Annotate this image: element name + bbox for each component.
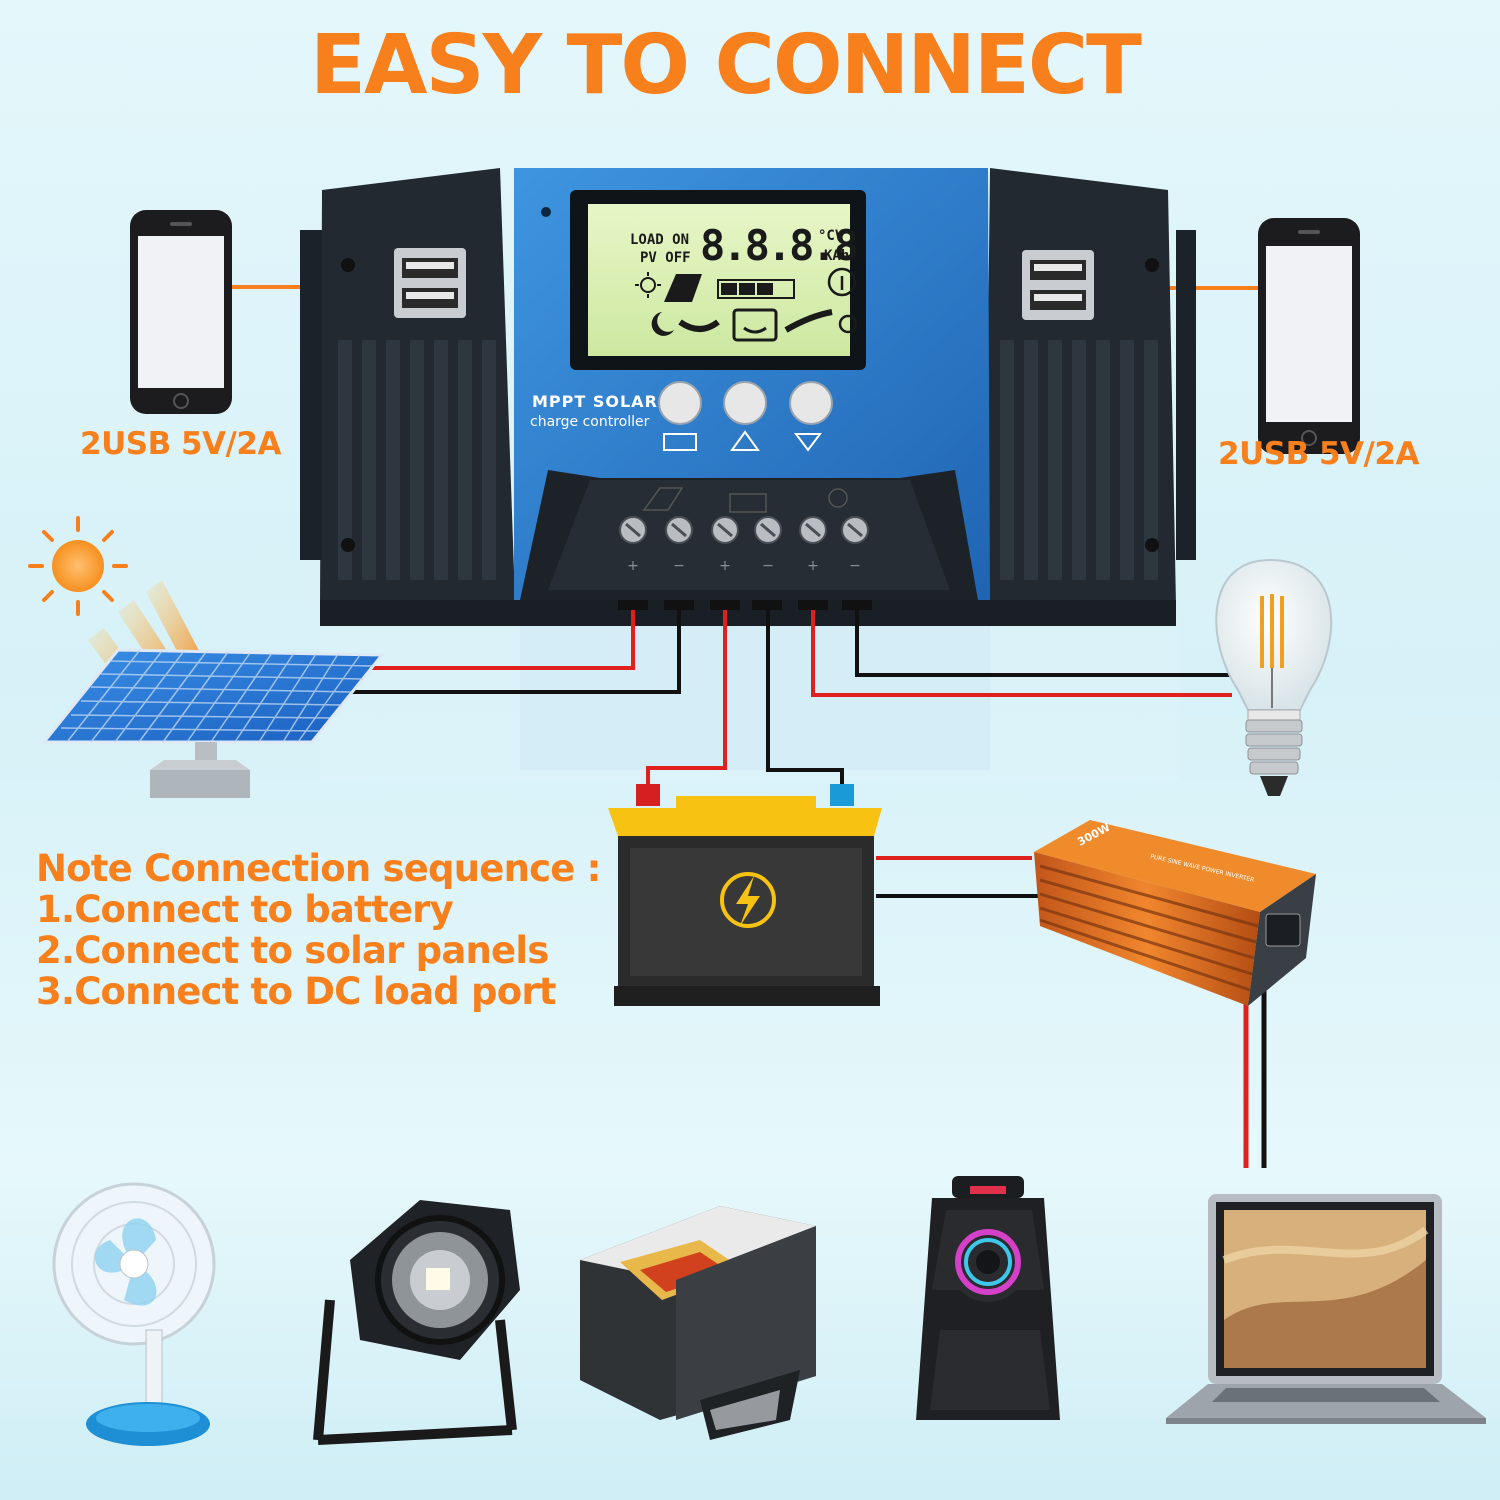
- terminal-sign: −: [762, 558, 774, 574]
- lcd-load-on: LOAD ON: [630, 232, 689, 248]
- note-step: 3.Connect to DC load port: [36, 970, 556, 1013]
- sun-icon: [28, 516, 128, 616]
- up-button[interactable]: [723, 381, 767, 425]
- printer-icon: [580, 1206, 816, 1440]
- fan-icon: [52, 1182, 216, 1446]
- up-key-icon: [730, 430, 760, 451]
- terminal-sign: +: [807, 558, 819, 574]
- brand-line-2: charge controller: [530, 414, 650, 430]
- lcd-arrow-icon: [784, 309, 833, 333]
- light-bulb-icon: [1215, 558, 1333, 796]
- page-title: EASY TO CONNECT: [310, 18, 1142, 113]
- usb-port-right: [1022, 250, 1094, 320]
- lcd-battery-face-icon: [732, 308, 778, 342]
- lcd-moon-icon: [651, 312, 674, 336]
- lcd-arrow-icon: [678, 319, 720, 332]
- lcd-unit-cv: °CV: [818, 228, 844, 244]
- stage-light-icon: [313, 1200, 520, 1445]
- terminal-sign: +: [627, 558, 639, 574]
- phone-icon: [1258, 218, 1360, 454]
- lcd-bulb-icon: [827, 267, 857, 297]
- terminal-sign: −: [673, 558, 685, 574]
- down-key-icon: [794, 433, 822, 452]
- note-step: 2.Connect to solar panels: [36, 929, 549, 972]
- lcd-digits: 8.8.8.8: [700, 221, 857, 270]
- speaker-icon: [916, 1176, 1060, 1420]
- usb-port-left: [394, 248, 466, 318]
- note-step: 1.Connect to battery: [36, 888, 454, 931]
- terminal-sign: +: [719, 558, 731, 574]
- lcd-clock-icon: [838, 314, 858, 334]
- terminal-sign: −: [849, 558, 861, 574]
- usb-left-label: 2USB 5V/2A: [80, 426, 281, 462]
- lcd-unit-kah: KAh: [824, 248, 849, 264]
- lcd-battery-bars-icon: [717, 279, 795, 299]
- phone-icon: [130, 210, 232, 414]
- menu-key-icon: [663, 433, 697, 451]
- usb-right-label: 2USB 5V/2A: [1218, 436, 1419, 472]
- down-button[interactable]: [789, 381, 833, 425]
- lcd-pv-off: PV OFF: [640, 250, 691, 266]
- brand-line-1: MPPT SOLAR: [532, 392, 658, 411]
- menu-button[interactable]: [658, 381, 702, 425]
- note-title: Note Connection sequence :: [36, 847, 601, 890]
- connection-note: Note Connection sequence : 1.Connect to …: [36, 848, 601, 1012]
- solar-panel-icon: [40, 648, 386, 798]
- wires: [340, 610, 1267, 1168]
- battery-terminal-icon: [729, 493, 767, 513]
- inverter-icon: 300W PURE SINE WAVE POWER INVERTER: [1034, 820, 1316, 1006]
- battery-icon: [608, 784, 882, 1006]
- load-terminal-icon: [828, 488, 848, 508]
- lcd-sun-icon: [635, 272, 661, 298]
- panel-terminal-icon: [642, 487, 684, 511]
- laptop-icon: [1166, 1194, 1486, 1424]
- lcd-panel-icon: [664, 274, 702, 302]
